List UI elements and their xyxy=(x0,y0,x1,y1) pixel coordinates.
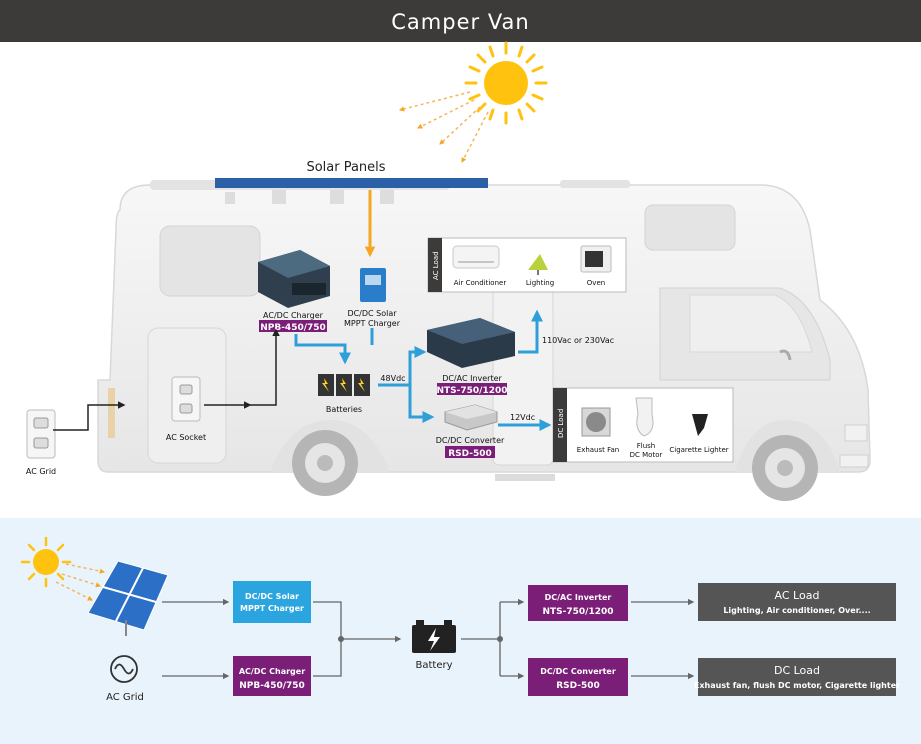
flow-section-bg xyxy=(0,518,921,744)
ac-load-tag: AC Load xyxy=(432,251,440,280)
dc-load-motor2: DC Motor xyxy=(630,451,663,459)
flow-converter-model: RSD-500 xyxy=(556,681,600,691)
flow-converter-box xyxy=(528,658,628,696)
flow-dc-load-desc: Exhaust fan, flush DC motor, Cigarette l… xyxy=(694,681,900,690)
flow-dc-load-title: DC Load xyxy=(774,664,820,677)
grid-wires xyxy=(53,328,280,431)
page-title: Camper Van xyxy=(391,10,529,34)
solar-charger-device xyxy=(360,268,386,302)
van-inverter-badge xyxy=(437,383,507,395)
flow-ac-charger-model: NPB-450/750 xyxy=(239,681,305,691)
air-conditioner-icon xyxy=(452,245,500,269)
ac-grid-outlet-icon xyxy=(26,409,56,459)
van-ac-output: 110Vac or 230Vac xyxy=(542,336,614,345)
flow-ac-load-desc: Lighting, Air conditioner, Over.... xyxy=(723,606,870,615)
dc-load-lighter: Cigarette Lighter xyxy=(669,446,728,454)
van-converter-badge xyxy=(445,446,495,458)
battery-icon xyxy=(412,620,456,653)
van-converter-model: RSD-500 xyxy=(448,449,492,459)
flow-ac-load-box xyxy=(698,583,896,621)
van-solar-charger-line1: DC/DC Solar xyxy=(347,309,397,318)
flow-ac-charger-box xyxy=(233,656,311,696)
van-ac-grid-label: AC Grid xyxy=(26,467,56,476)
solar-panel-array xyxy=(215,178,488,188)
dc-load-box: DC Load Exhaust Fan Flush DC Motor Cigar… xyxy=(552,387,734,463)
sun-rays xyxy=(398,91,489,163)
ac-dc-charger-device xyxy=(258,250,330,308)
van-batteries-label: Batteries xyxy=(326,405,362,414)
ac-load-item-2: Oven xyxy=(587,279,605,287)
flow-converter-name: DC/DC Converter xyxy=(540,667,616,676)
sun-small-rays xyxy=(55,563,106,601)
ac-load-item-0: Air Conditioner xyxy=(454,279,507,287)
cigarette-lighter-icon xyxy=(692,414,708,436)
inverter-device xyxy=(427,318,515,368)
flow-inverter-box xyxy=(528,585,628,621)
ac-load-box: AC Load Air Conditioner Lighting Oven xyxy=(427,237,627,293)
flush-motor-icon xyxy=(635,397,654,437)
flow-ac-charger-name: AC/DC Charger xyxy=(239,667,305,676)
van-inverter-model: NTS-750/1200 xyxy=(436,386,507,396)
dc-load-fan: Exhaust Fan xyxy=(577,446,619,454)
flow-dc-load-box xyxy=(698,658,896,696)
flow-battery-label: Battery xyxy=(415,660,452,671)
solar-panels-label: Solar Panels xyxy=(306,160,385,175)
flow-ac-grid-label: AC Grid xyxy=(106,692,144,703)
sun-small-icon xyxy=(20,536,72,588)
flow-ac-load-title: AC Load xyxy=(775,589,820,602)
flow-solar-charger-line1: DC/DC Solar xyxy=(245,592,299,601)
converter-device xyxy=(444,404,498,431)
header-bar xyxy=(0,0,921,42)
van-converter-name: DC/DC Converter xyxy=(436,436,505,445)
flow-inverter-model: NTS-750/1200 xyxy=(542,607,613,617)
flow-solar-charger-box xyxy=(233,581,311,623)
lighting-icon xyxy=(528,254,548,270)
flow-connectors xyxy=(162,598,695,680)
solar-panel-icon xyxy=(87,560,169,636)
ac-load-item-1: Lighting xyxy=(526,279,554,287)
van-ac-charger-name: AC/DC Charger xyxy=(263,311,324,320)
ac-grid-icon xyxy=(110,655,138,683)
dc-load-tag: DC Load xyxy=(557,409,565,438)
junction-dot-right xyxy=(497,636,503,642)
van-flow-lines xyxy=(294,309,552,431)
van-inverter-name: DC/AC Inverter xyxy=(442,374,502,383)
dc-load-motor1: Flush xyxy=(637,442,656,450)
van-dc-output: 12Vdc xyxy=(510,413,535,422)
batteries-icon xyxy=(318,374,370,396)
van-solar-charger-line2: MPPT Charger xyxy=(344,319,401,328)
flow-inverter-name: DC/AC Inverter xyxy=(545,593,612,602)
junction-dot-left xyxy=(338,636,344,642)
ac-socket-icon xyxy=(171,376,201,422)
van-bus-voltage: 48Vdc xyxy=(380,374,405,383)
van-ac-charger-model: NPB-450/750 xyxy=(260,323,326,333)
sun-icon xyxy=(464,41,548,125)
flow-solar-charger-line2: MPPT Charger xyxy=(240,604,304,613)
ac-socket-label: AC Socket xyxy=(166,433,206,442)
